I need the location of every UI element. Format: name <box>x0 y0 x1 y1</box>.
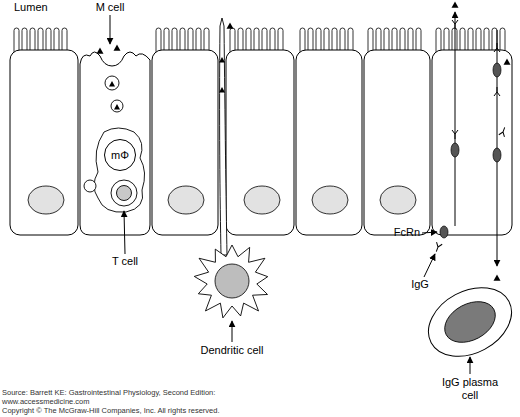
antigen-triangle <box>227 23 234 29</box>
source-note: www.accessmedicine.com <box>2 398 90 407</box>
antigen-triangle <box>494 275 501 281</box>
illustration-part <box>10 50 512 235</box>
plasma-cell <box>417 274 520 370</box>
epithelial-cell <box>432 50 512 235</box>
antigen-triangle <box>219 57 225 62</box>
illustration-part <box>455 12 497 266</box>
macrophage-circle <box>105 140 136 171</box>
epithelial-cell <box>226 50 294 235</box>
fcrn-vesicle <box>493 63 501 77</box>
cell-nucleus <box>244 186 280 214</box>
fcrn-vesicle <box>440 226 448 238</box>
illustration-part <box>440 63 501 238</box>
antigen-triangle <box>504 59 511 65</box>
antigen-triangle <box>219 87 225 92</box>
leader-arrow <box>470 357 471 374</box>
antigen-triangle <box>114 104 120 109</box>
antigen-triangle <box>109 81 115 86</box>
leader-arrow <box>110 15 111 44</box>
leader-arrow <box>424 254 435 277</box>
cell-label: M cell <box>96 1 125 14</box>
epithelial-cell <box>364 50 430 235</box>
transport-arrow <box>455 12 456 226</box>
t-cell-nucleus <box>117 186 132 201</box>
dendritic-cell-nucleus <box>215 264 249 298</box>
transport-vesicle <box>111 100 123 112</box>
lymphocyte <box>84 180 96 192</box>
m-cell <box>80 52 150 235</box>
cell-nucleus <box>28 186 64 214</box>
illustration-part <box>97 2 511 281</box>
leader-arrow <box>124 211 125 254</box>
igg-antibody <box>499 126 508 137</box>
igg-antibody <box>494 87 500 96</box>
leader-arrow <box>232 321 233 342</box>
fcrn-vesicle <box>493 148 501 162</box>
cell-nucleus <box>168 186 204 214</box>
epithelial-cell <box>296 50 362 235</box>
cell-label: IgG plasma cell <box>438 376 502 401</box>
fcrn-vesicle <box>451 143 459 157</box>
cell-label: T cell <box>112 255 138 268</box>
receptor-label: FcRn <box>394 226 420 239</box>
region-label: Lumen <box>14 1 48 14</box>
leader-arrow <box>422 232 437 233</box>
dendrite-extension <box>220 18 227 255</box>
igg-antibody <box>452 130 458 139</box>
igg-antibody <box>452 20 458 29</box>
epithelial-cell <box>10 50 78 235</box>
copyright-note: Copyright © The McGraw-Hill Companies, I… <box>2 407 220 416</box>
macrophage-cell: mΦ <box>104 139 136 171</box>
antigen-triangle <box>97 48 104 54</box>
t-cell <box>111 180 137 206</box>
dendritic-cell <box>194 245 267 318</box>
m-cell-pocket <box>94 128 145 212</box>
antibody-label: IgG <box>411 278 429 291</box>
igg-antibody <box>433 242 442 253</box>
illustration-part <box>110 15 470 374</box>
illustration-part <box>84 76 145 212</box>
source-note: Source: Barrett KE: Gastrointestinal Phy… <box>2 389 215 398</box>
igg-antibody <box>494 43 500 52</box>
epithelial-cell <box>152 50 218 235</box>
cell-nucleus <box>312 186 348 214</box>
cell-symbol: mΦ <box>104 139 136 171</box>
cell-nucleus <box>380 186 416 214</box>
illustration-part <box>433 20 507 253</box>
transport-vesicle <box>105 76 119 90</box>
cell-label: Dendritic cell <box>201 344 264 357</box>
plasma-cell-nucleus <box>438 293 503 350</box>
antigen-triangle <box>114 45 121 51</box>
antigen-triangle <box>452 2 459 8</box>
illustration-part <box>417 274 520 370</box>
